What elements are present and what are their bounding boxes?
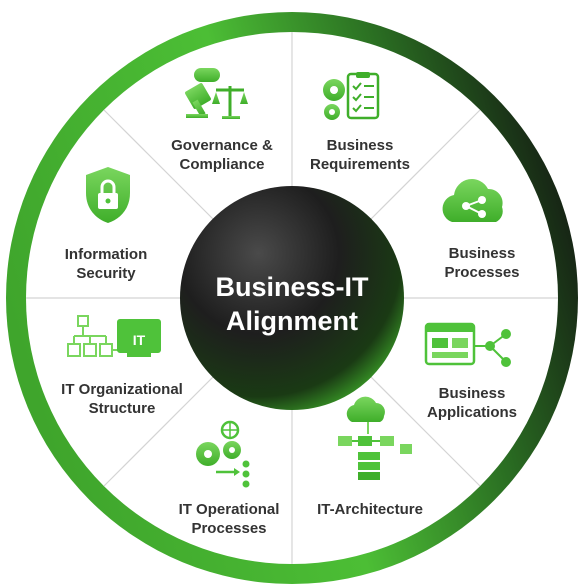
gears-checklist-icon <box>323 72 380 120</box>
segment-label-applications-line2: Applications <box>427 404 517 421</box>
segment-label-organizational-line2: Structure <box>89 400 156 417</box>
center-title-line2: Alignment <box>226 306 358 336</box>
segment-label-organizational-line1: IT Organizational <box>61 381 183 398</box>
segment-label-operational-line2: Processes <box>191 520 266 537</box>
segment-label-governance-line2: Compliance <box>179 156 264 173</box>
segment-label-requirements-line1: Business <box>327 137 394 154</box>
gavel-scales-icon <box>185 68 248 119</box>
segment-label-security-line1: Information <box>65 246 148 263</box>
cloud-network-icon <box>442 179 503 222</box>
center-title-line1: Business-IT <box>215 272 369 302</box>
segment-label-processes-line1: Business <box>449 245 516 262</box>
it-monitor-label: IT <box>133 332 146 348</box>
segment-label-applications-line1: Business <box>439 385 506 402</box>
segment-label-governance-line1: Governance & <box>171 137 273 154</box>
segment-label-requirements-line2: Requirements <box>310 156 410 173</box>
cloud-server-architecture-icon <box>338 396 412 480</box>
segment-label-security-line2: Security <box>76 265 136 282</box>
org-chart-it-icon <box>67 315 161 357</box>
gears-flow-icon <box>196 420 250 488</box>
shield-lock-icon <box>86 167 130 223</box>
center-hub <box>180 186 404 410</box>
segment-dividers <box>26 32 558 564</box>
segment-label-processes-line2: Processes <box>444 264 519 281</box>
app-window-network-icon <box>424 322 511 367</box>
segment-label-operational-line1: IT Operational <box>179 501 280 518</box>
segment-label-architecture-line1: IT-Architecture <box>317 501 423 518</box>
